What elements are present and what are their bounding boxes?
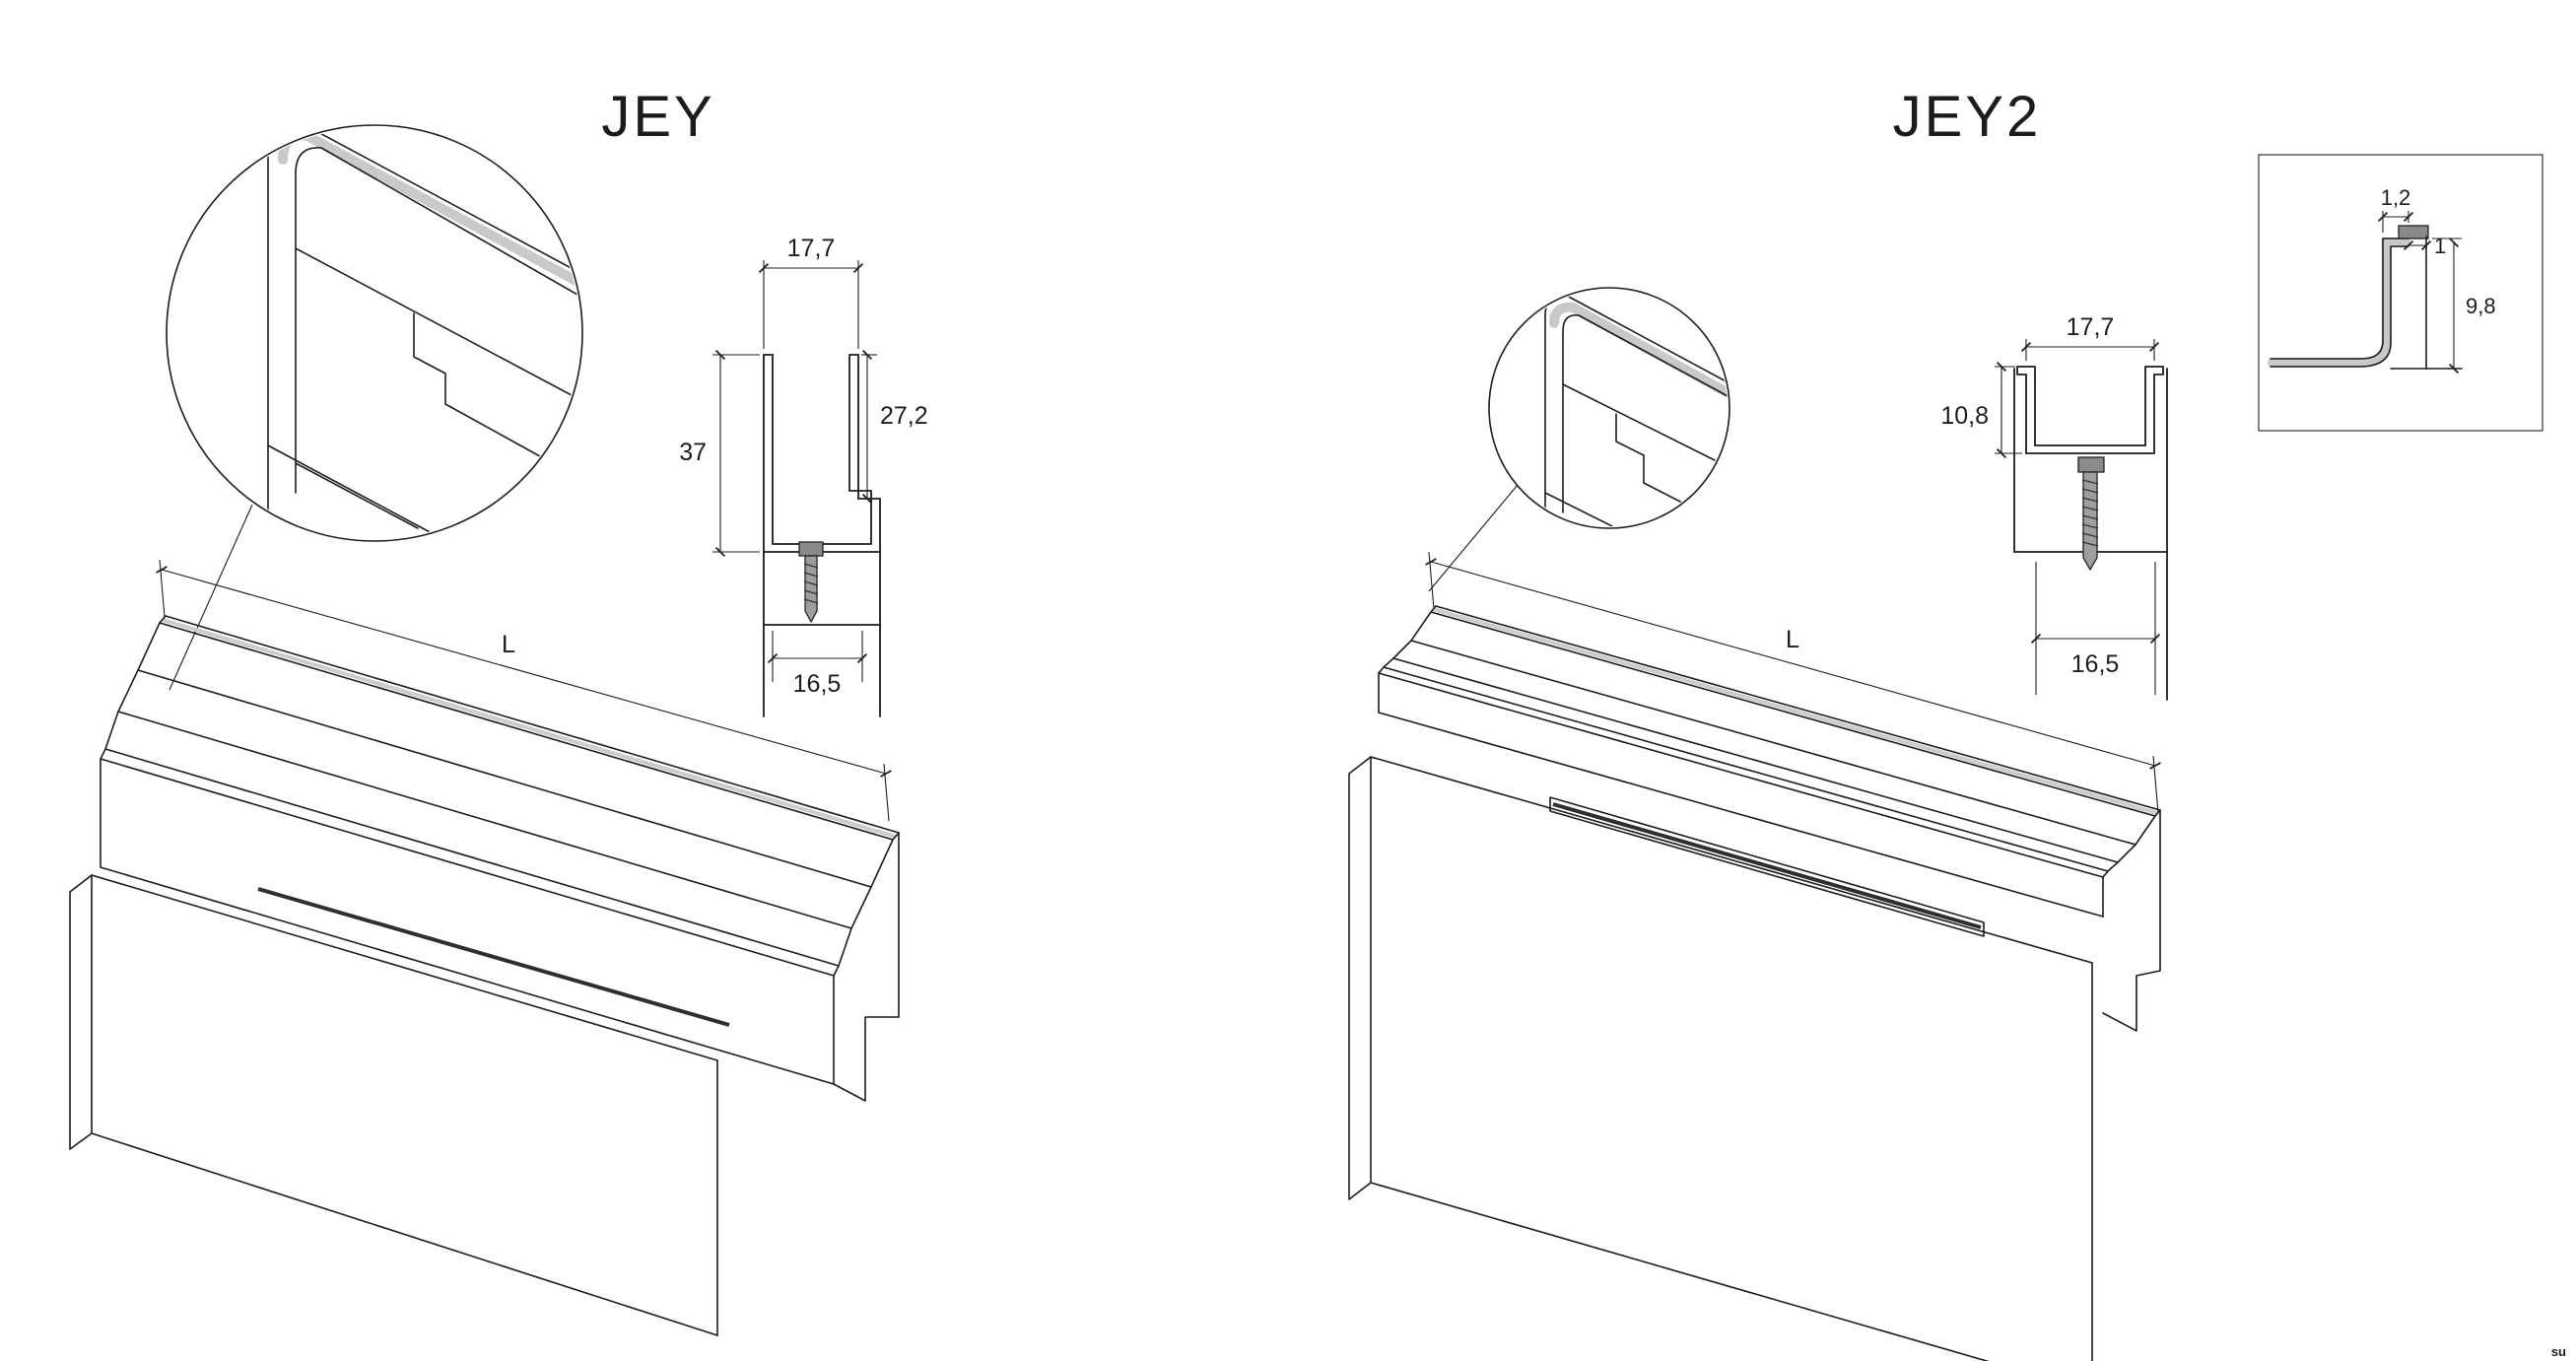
detail-box-frame <box>2258 154 2543 432</box>
jey-dim-top-width: 17,7 <box>758 235 864 349</box>
jey2-cross-section: 17,7 10,8 16,5 <box>1940 313 2168 701</box>
jey2-handle-profile-lines <box>1378 605 2161 1032</box>
dim-label: 9,8 <box>2466 294 2496 318</box>
detail-leader-line <box>1428 484 1519 592</box>
jey-dim-front-height: 27,2 <box>861 349 928 505</box>
jey2-detail-circle <box>1428 287 1730 592</box>
detail-dim-depth: 9,8 <box>2432 237 2496 374</box>
jey-dim-height: 37 <box>679 349 760 558</box>
jey2-detail-box: 1,2 1 9,8 <box>2258 154 2543 432</box>
detail-leader-line <box>169 504 253 691</box>
jey2-screw <box>2077 456 2105 572</box>
detail-circle-content <box>267 127 580 535</box>
jey-screw <box>798 541 824 624</box>
jey-dim-bottom-width: 16,5 <box>767 631 868 698</box>
jey-section: JEY L <box>69 85 928 1336</box>
jey-profile-contour <box>763 354 881 717</box>
dim-label: 1,2 <box>2381 185 2411 210</box>
cover-cap <box>2398 225 2429 239</box>
detail-circle-content <box>1544 295 1728 526</box>
dim-label: 37 <box>679 439 707 466</box>
watermark: su <box>2551 1344 2566 1359</box>
detail-dim-lip-width: 1,2 <box>2377 185 2414 233</box>
jey2-title: JEY2 <box>1893 85 2042 149</box>
dim-label: 1 <box>2434 234 2446 258</box>
dim-label: 17,7 <box>2067 313 2115 341</box>
finger-slot-shadow <box>257 887 730 1027</box>
length-label: L <box>502 631 515 658</box>
jey2-length-dimension: L <box>1425 551 2161 814</box>
detail-box-profile <box>2268 225 2463 370</box>
dim-label: 16,5 <box>793 670 842 698</box>
jey2-dim-bottom-width: 16,5 <box>2030 562 2161 695</box>
jey2-dim-top-width: 17,7 <box>2020 313 2160 361</box>
detail-circle-outline <box>1488 287 1730 529</box>
dim-label: 27,2 <box>880 402 928 430</box>
detail-circle-outline <box>166 124 583 542</box>
length-label: L <box>1786 626 1799 653</box>
detail-dim-gap: 1 <box>2403 234 2446 258</box>
jey-handle-profile-lines <box>100 615 900 1102</box>
jey-title: JEY <box>601 85 714 149</box>
jey2-recess-slot <box>1549 796 1985 937</box>
jey2-panel-lines <box>1348 756 2093 1361</box>
jey-cross-section: 17,7 37 27,2 16,5 <box>679 235 928 717</box>
jey-isometric: L <box>69 559 900 1336</box>
jey-panel-lines <box>69 874 730 1336</box>
dim-label: 16,5 <box>2071 650 2120 678</box>
jey2-dim-height: 10,8 <box>1940 361 2022 459</box>
jey2-section: JEY2 L <box>1348 85 2543 1361</box>
jey2-isometric: L <box>1348 551 2161 1361</box>
jey-length-dimension: L <box>156 559 892 822</box>
dim-label: 17,7 <box>787 235 836 262</box>
dim-label: 10,8 <box>1940 402 1989 430</box>
jey-detail-circle <box>166 124 583 691</box>
jey2-profile-contour <box>2013 366 2168 701</box>
